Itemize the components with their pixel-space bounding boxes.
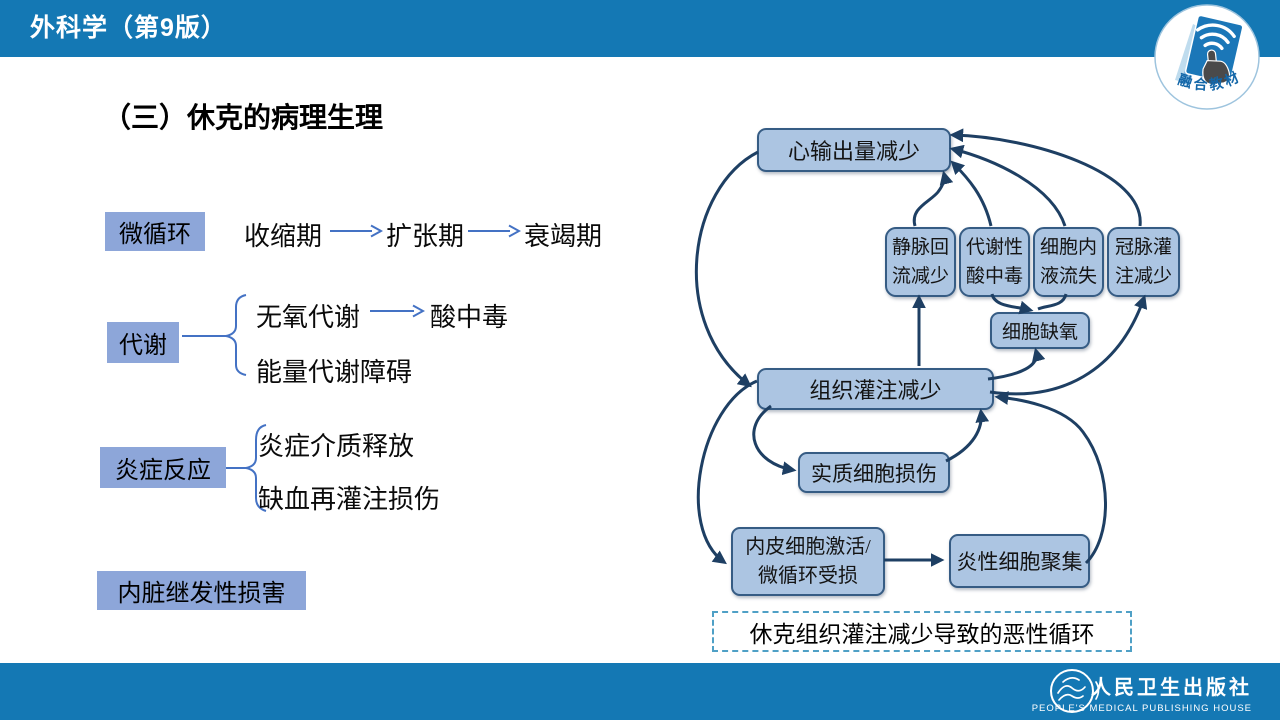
label-inflammatory-response: 炎症反应	[100, 447, 226, 488]
edge-tissue-to-parenchymal	[752, 404, 797, 476]
top-bar	[0, 0, 1280, 57]
hand-cursor-icon	[1202, 49, 1231, 85]
brace-inflammatory	[226, 424, 267, 512]
edge-tissue-to-hypoxia	[987, 347, 1046, 381]
node-venous-return: 静脉回流减少	[885, 227, 956, 297]
publisher-name-en: PEOPLE'S MEDICAL PUBLISHING HOUSE	[1032, 703, 1252, 714]
publisher-emblem-waves	[1057, 677, 1100, 701]
acidosis: 酸中毒	[430, 302, 509, 332]
edge-acidosis-to-cardiac	[950, 160, 993, 227]
node-tissue-perfusion: 组织灌注减少	[757, 368, 994, 410]
node-cell-hypoxia: 细胞缺氧	[990, 312, 1090, 349]
node-endothelial-activation: 内皮细胞激活/ 微循环受损	[731, 527, 885, 596]
edge-parenchymal-to-tissue	[945, 408, 990, 463]
fused-textbook-badge: 融合教材	[1154, 4, 1260, 110]
edge-coronary-to-cardiac	[949, 128, 1142, 227]
publisher-logo: 人民卫生出版社 PEOPLE'S MEDICAL PUBLISHING HOUS…	[1032, 669, 1252, 714]
phase-dilation: 扩张期	[386, 221, 465, 251]
node-cardiac-output: 心输出量减少	[757, 128, 951, 172]
label-microcirculation: 微循环	[105, 212, 205, 251]
book-title: 外科学（第9版）	[30, 14, 227, 42]
phase-failure: 衰竭期	[524, 221, 603, 251]
diagram-caption: 休克组织灌注减少导致的恶性循环	[712, 611, 1132, 652]
publisher-name-cn: 人民卫生出版社	[1091, 675, 1252, 699]
ischemia-reperfusion-injury: 缺血再灌注损伤	[258, 484, 441, 514]
node-intracellular-fluid-loss: 细胞内液流失	[1033, 227, 1104, 297]
edge-fluidloss-to-cardiac	[949, 144, 1067, 227]
node-inflammatory-aggregation: 炎性细胞聚集	[949, 534, 1090, 588]
edge-venous-to-cardiac	[912, 170, 954, 227]
brace-metabolism	[182, 294, 247, 376]
inflammatory-mediator-release: 炎症介质释放	[258, 431, 415, 461]
phase-contraction: 收缩期	[244, 221, 323, 251]
wifi-icon	[1196, 23, 1236, 58]
node-coronary-perfusion: 冠脉灌注减少	[1107, 227, 1180, 297]
label-metabolism: 代谢	[107, 322, 179, 363]
edge-cardiac-to-tissue	[694, 150, 759, 388]
label-secondary-visceral-damage: 内脏继发性损害	[97, 571, 306, 610]
publisher-emblem-icon	[1050, 669, 1094, 713]
node-metabolic-acidosis: 代谢性酸中毒	[959, 227, 1030, 297]
arrow-right-icon	[468, 224, 521, 238]
energy-metabolism-disorder: 能量代谢障碍	[256, 357, 413, 387]
anaerobic-metabolism: 无氧代谢	[256, 302, 361, 332]
section-heading: （三）休克的病理生理	[103, 102, 384, 133]
node-parenchymal-injury: 实质细胞损伤	[798, 452, 950, 493]
arrow-right-icon	[330, 224, 383, 238]
arrow-right-icon	[370, 304, 425, 318]
